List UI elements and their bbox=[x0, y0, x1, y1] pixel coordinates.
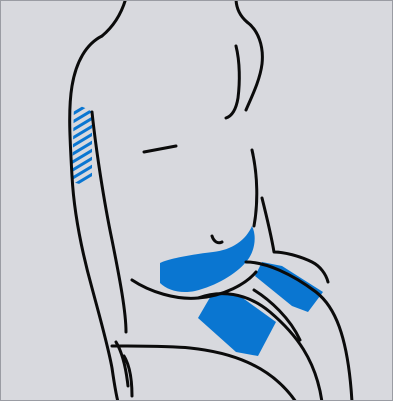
illustration-frame bbox=[0, 0, 393, 401]
seated-figure-illustration bbox=[0, 0, 393, 401]
background bbox=[0, 0, 393, 401]
